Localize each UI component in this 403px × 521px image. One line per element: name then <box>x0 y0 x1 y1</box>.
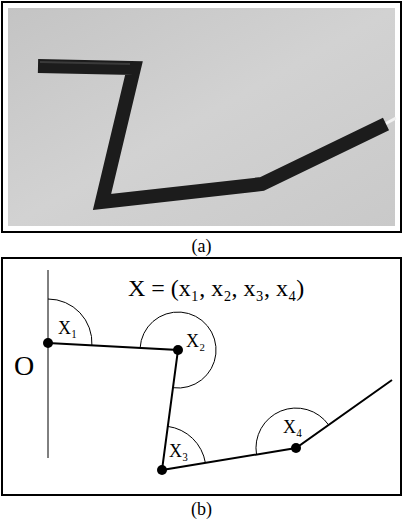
angle-arc <box>168 426 206 463</box>
joint-dot <box>173 345 183 355</box>
reference-axis <box>48 270 49 458</box>
panel-frame <box>2 2 401 232</box>
angle-label: X₂ <box>186 332 205 350</box>
link-chain <box>48 343 392 470</box>
state-vector: X = (x₁, x₂, x₃, x₄) <box>128 276 304 300</box>
angle-arc <box>48 299 92 345</box>
panel-caption: (a) <box>192 237 212 255</box>
panel-caption: (b) <box>191 500 212 518</box>
strip-highlight <box>40 62 130 64</box>
panel-frame <box>2 258 401 495</box>
angle-label: X₄ <box>283 418 302 436</box>
angle-label: X₁ <box>58 319 77 337</box>
origin-label: O <box>14 352 34 380</box>
angle-arc <box>256 408 329 454</box>
photo-background <box>8 8 395 226</box>
angle-arc <box>140 312 216 388</box>
joint-dot <box>291 443 301 453</box>
wire <box>385 118 396 124</box>
angle-label: X₃ <box>169 442 188 460</box>
jointed-strip <box>38 66 386 202</box>
joint-dot <box>157 465 167 475</box>
joint-dot <box>43 338 53 348</box>
